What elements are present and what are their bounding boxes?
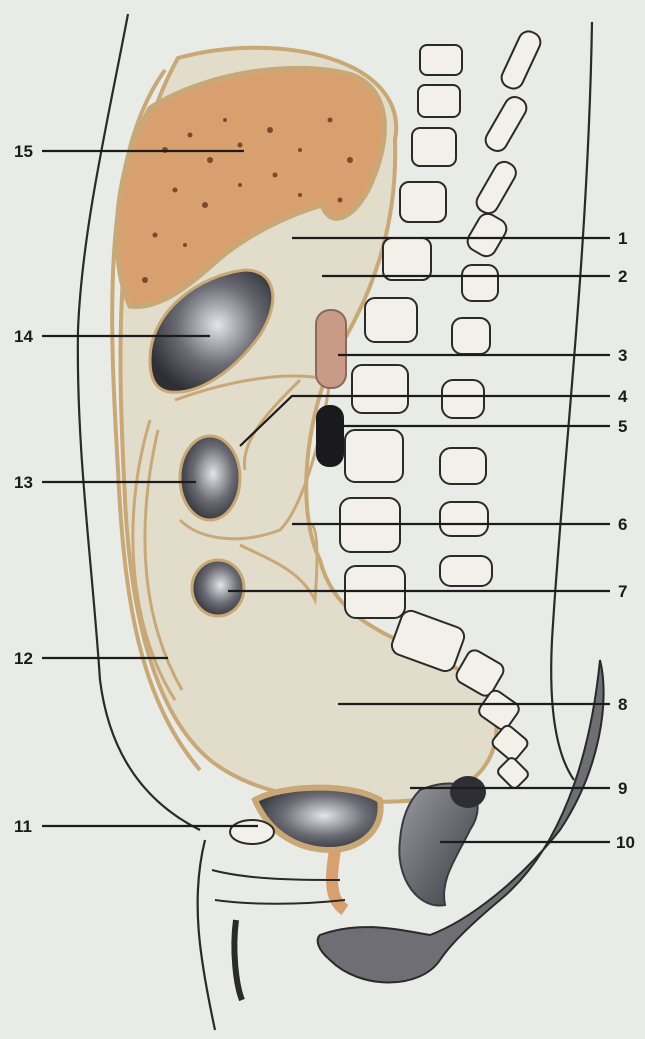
label-11: 11 bbox=[14, 817, 32, 836]
label-3: 3 bbox=[618, 346, 627, 365]
pubic-symphysis bbox=[230, 820, 274, 844]
label-5: 5 bbox=[618, 417, 627, 436]
label-4: 4 bbox=[618, 387, 628, 406]
label-6: 6 bbox=[618, 515, 627, 534]
transverse-colon bbox=[180, 436, 240, 520]
label-9: 9 bbox=[618, 779, 627, 798]
label-1: 1 bbox=[618, 229, 627, 248]
small-intestine-loop bbox=[192, 560, 244, 616]
rectal-fold bbox=[450, 776, 486, 808]
label-8: 8 bbox=[618, 695, 627, 714]
label-10: 10 bbox=[616, 833, 635, 852]
pancreas bbox=[316, 310, 346, 388]
label-2: 2 bbox=[618, 267, 627, 286]
urinary-bladder bbox=[255, 788, 381, 850]
pubic-skin-lines-2 bbox=[215, 900, 345, 904]
label-14: 14 bbox=[14, 327, 33, 346]
label-15: 15 bbox=[14, 142, 33, 161]
label-13: 13 bbox=[14, 473, 33, 492]
pubic-skin-lines bbox=[212, 870, 340, 880]
label-12: 12 bbox=[14, 649, 33, 668]
genital-line bbox=[234, 920, 242, 1000]
label-7: 7 bbox=[618, 582, 627, 601]
duodenum bbox=[316, 405, 344, 467]
